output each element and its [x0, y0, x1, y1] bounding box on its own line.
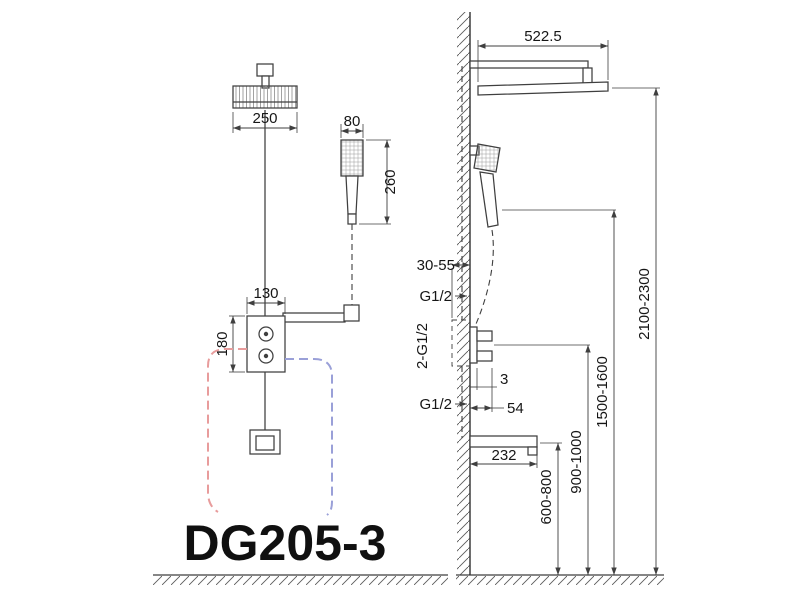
mixer-valve-front — [246, 315, 286, 373]
dimension-hand-shower-width: 80 — [340, 113, 364, 138]
dimension-hand-shower-length: 260 — [359, 139, 399, 225]
dimension-valve-width: 130 — [246, 285, 286, 314]
dimension-head-width: 250 — [232, 110, 298, 133]
hand-shower-front — [340, 139, 364, 225]
top-thread-label: G1/2 — [419, 288, 452, 305]
side-view: 522.5 30-55 G1/2 2-G1/2 G1/2 — [414, 12, 664, 585]
hose-elbow-front — [343, 304, 360, 322]
dimension-arm-length: 522.5 — [477, 28, 609, 82]
arm-length-label: 522.5 — [524, 28, 562, 45]
hand-shower-side — [469, 143, 501, 325]
embed-depth-label: 30-55 — [417, 257, 455, 274]
ceiling-mount-front — [256, 63, 274, 89]
shower-hose-side — [475, 229, 494, 325]
floor-line-side — [456, 574, 664, 585]
dimension-valve-height: 180 — [214, 315, 245, 373]
spout-front — [249, 429, 281, 455]
front-view: 250 80 260 — [153, 63, 448, 585]
spout-length-label: 232 — [491, 447, 516, 464]
dimension-valve-height-side: 900-1000 — [568, 345, 591, 575]
dimension-overall-height: 2100-2300 — [636, 88, 659, 575]
hand-shower-height-label: 1500-1600 — [594, 356, 611, 428]
dimension-embed-depth: 30-55 — [417, 257, 470, 318]
thread-label-bottom: G1/2 — [419, 396, 467, 413]
rain-shower-head-side — [477, 81, 609, 96]
valve-height-side-label: 900-1000 — [568, 430, 585, 493]
dimension-spout-height: 600-800 — [538, 443, 561, 575]
trim-gap-label: 3 — [500, 371, 508, 388]
mixer-valve-side — [451, 319, 493, 367]
floor-line-front — [153, 574, 448, 585]
hot-water-pipe — [207, 348, 247, 513]
rain-shower-head-front — [232, 85, 298, 109]
dimension-valve-depth: 54 — [470, 368, 524, 417]
spout-height-label: 600-800 — [538, 469, 555, 524]
wall-section — [457, 12, 471, 575]
dimension-spout-length: 232 — [470, 447, 538, 468]
hand-shower-width-label: 80 — [344, 113, 361, 130]
overall-height-label: 2100-2300 — [636, 268, 653, 340]
shower-arm-side — [469, 60, 593, 85]
model-label: DG205-3 — [184, 515, 387, 571]
cold-water-pipe — [285, 358, 333, 516]
thread-label-top: G1/2 — [419, 288, 467, 305]
hand-shower-length-label: 260 — [382, 169, 399, 194]
valve-depth-label: 54 — [507, 400, 524, 417]
bottom-thread-label: G1/2 — [419, 396, 452, 413]
valve-height-label: 180 — [214, 331, 231, 356]
valve-width-label: 130 — [253, 285, 278, 302]
head-width-label: 250 — [252, 110, 277, 127]
dimension-hand-shower-height: 1500-1600 — [594, 210, 617, 575]
hose-outlet-pipe-front — [282, 312, 346, 323]
inlet-threads-label: 2-G1/2 — [414, 323, 431, 369]
dimension-trim-gap: 3 — [470, 368, 508, 390]
